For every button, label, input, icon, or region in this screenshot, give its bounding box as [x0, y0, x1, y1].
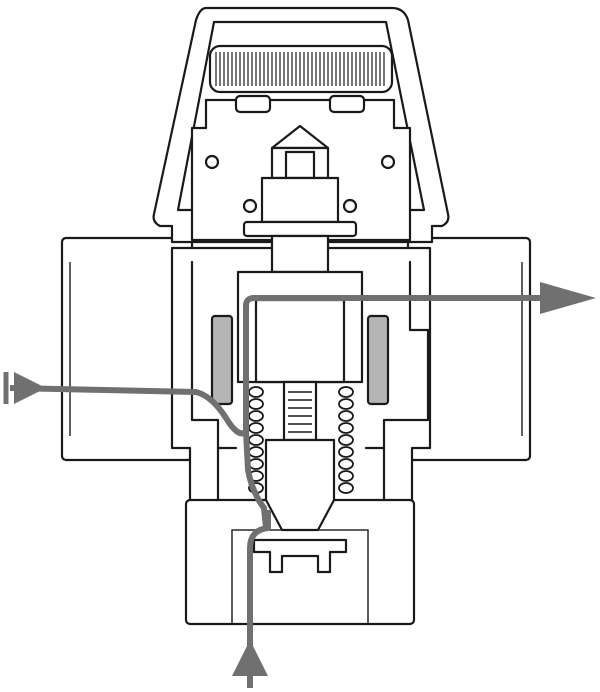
lower-chamber-wall [216, 446, 386, 502]
right-clip [328, 94, 366, 114]
spring-coil-left [248, 434, 264, 446]
left-seal [210, 314, 234, 406]
left-oring-lower [242, 198, 258, 214]
flow-arrows [3, 282, 596, 688]
flow-path-bottom-inlet [247, 510, 271, 688]
left-clip [234, 94, 272, 114]
valve-body [60, 236, 532, 626]
sensor-stem-ribs [288, 391, 312, 433]
lower-guide [264, 438, 336, 532]
spindle-stem [270, 234, 330, 274]
spring-coil-left [248, 410, 264, 422]
spring-coil-left [248, 386, 264, 398]
spindle-collar [242, 220, 358, 238]
flow-arrowhead-right [540, 282, 596, 314]
spring-coil-left [248, 422, 264, 434]
spring-coil-right [338, 482, 354, 494]
spring-coil-left [248, 398, 264, 410]
left-oring-upper [204, 154, 220, 170]
spindle-slot [284, 150, 316, 180]
spring-right-coils [338, 386, 354, 494]
right-oring-lower [342, 198, 358, 214]
spring-coil-right [338, 422, 354, 434]
spring-coil-right [338, 470, 354, 482]
spring-coil-right [338, 434, 354, 446]
flow-path-outlet [243, 295, 546, 432]
spring-coil-right [338, 386, 354, 398]
flow-arrowhead-bottom [232, 640, 268, 676]
spring-coil-right [338, 458, 354, 470]
piston [254, 298, 346, 384]
spring-coil-right [338, 446, 354, 458]
right-oring-upper [380, 154, 396, 170]
spring-coil-left [248, 458, 264, 470]
cap-inner-edge [176, 20, 426, 212]
thermostat-cartridge [210, 270, 390, 574]
spring-coil-right [338, 398, 354, 410]
knob-knurling [215, 52, 385, 86]
flow-path-left-inlet [9, 385, 269, 529]
spindle-body [260, 176, 340, 224]
right-seal [366, 314, 390, 406]
left-chamber-wall [190, 260, 238, 450]
spring-coil-right [338, 410, 354, 422]
knurled-knob [208, 44, 394, 94]
flow-arrowhead-left [14, 372, 46, 404]
bonnet-assembly [152, 6, 450, 274]
poppet [252, 538, 348, 574]
spring-coil-left [248, 446, 264, 458]
